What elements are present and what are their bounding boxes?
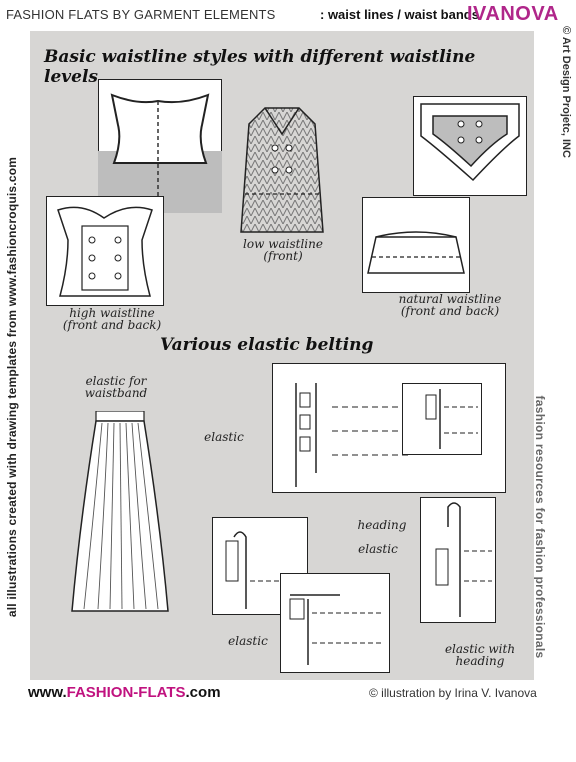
elastic-label-2: elastic [358,542,398,556]
elastic-waistband-label-line2: waistband [84,386,148,400]
content-panel: Basic waistline styles with different wa… [30,31,534,680]
footer-site-accent: FASHION-FLATS [66,684,186,701]
elastic-waistband-label-line1: elastic for [85,374,147,388]
brand-logo: IVANOVA [467,3,559,25]
corset-illustration [98,79,222,213]
side-text-left-main: all illustrations created with drawing t… [5,309,19,618]
elastic-with-heading-line1: elastic with [444,642,516,656]
gathered-skirt-illustration [70,411,170,617]
natural-waistline-illustration [362,197,470,293]
low-waistline-label: low waistline (front) [228,238,338,262]
natural-waistline-label-line2: (front and back) [400,304,500,318]
footer-credit: © illustration by Irina V. Ivanova [369,686,537,700]
header-subtitle: : waist lines / waist bands [320,7,479,22]
footer-site-link[interactable]: www.FASHION-FLATS.com [28,684,221,701]
elastic-belting-detail-4 [280,573,390,673]
high-waistline-label: high waistline (front and back) [54,307,170,331]
high-waistline-bodice [46,196,164,306]
elastic-label-1: elastic [204,430,244,444]
belting-section-title: Various elastic belting [160,335,374,355]
header-title: FASHION FLATS BY GARMENT ELEMENTS [6,7,276,22]
low-waistline-coat [235,104,329,234]
elastic-with-heading-label: elastic with heading [430,643,530,667]
natural-waistline-label: natural waistline (front and back) [380,293,520,317]
elastic-with-heading-line2: heading [455,654,505,668]
low-waistline-label-line2: (front) [263,249,303,263]
side-text-left: all illustrations created with drawing t… [5,57,19,717]
header: FASHION FLATS BY GARMENT ELEMENTS : wais… [6,3,572,30]
waistline-section-title: Basic waistline styles with different wa… [44,47,476,87]
low-waistline-label-line1: low waistline [243,237,323,251]
elastic-with-heading-detail [420,497,496,623]
elastic-waistband-label: elastic for waistband [66,375,166,399]
side-text-left-url: www.fashioncroquis.com [5,156,19,307]
copyright-vertical: © Art Design Projetc, INC [560,26,572,158]
high-waistline-label-line2: (front and back) [62,318,162,332]
footer-site-suffix: .com [185,684,221,701]
high-waist-skirt-illustration [413,96,527,196]
heading-label: heading [357,518,407,532]
high-waistline-label-line1: high waistline [69,306,155,320]
natural-waistline-label-line1: natural waistline [398,292,502,306]
elastic-label-3: elastic [228,634,268,648]
footer-site-prefix: www. [28,684,67,701]
elastic-belting-detail-2 [402,383,482,455]
